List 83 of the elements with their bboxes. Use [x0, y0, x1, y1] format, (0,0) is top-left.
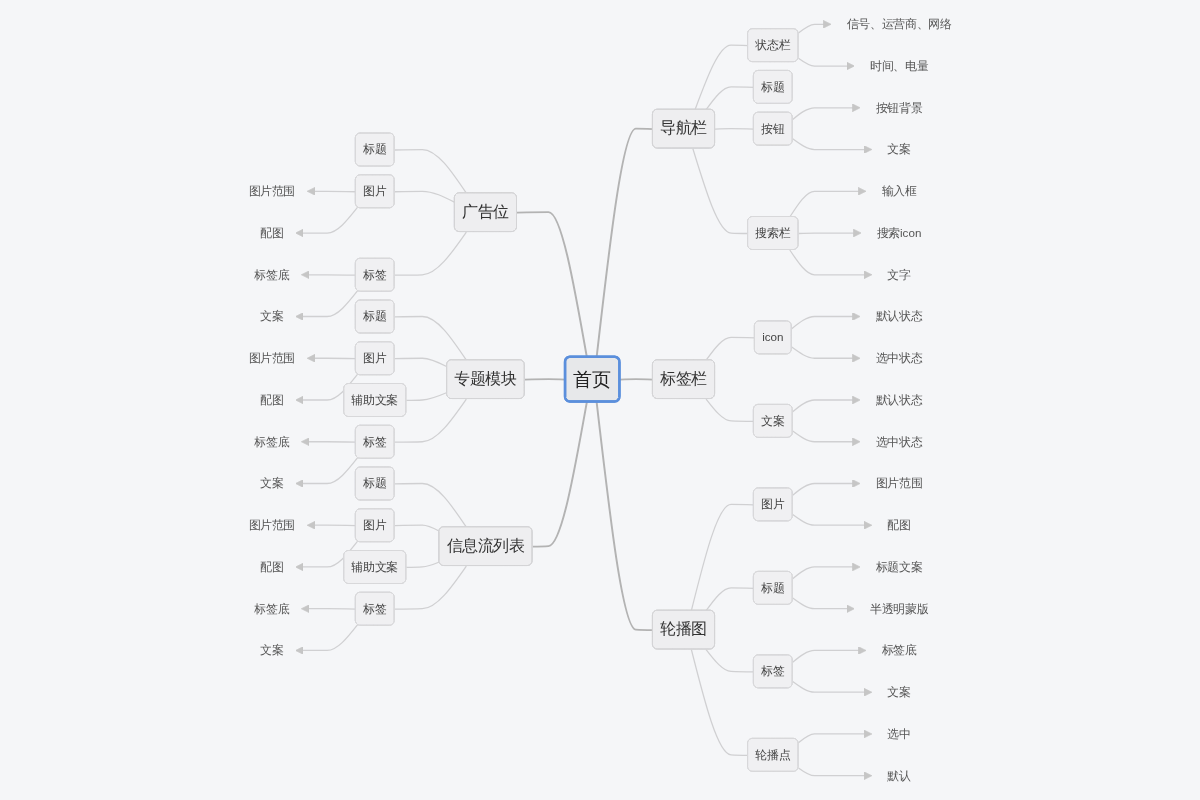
arrow — [295, 624, 359, 655]
node-text: 配图 — [260, 393, 284, 407]
arrow — [300, 270, 357, 280]
node-text: 标签底 — [254, 601, 290, 616]
arrow — [792, 680, 873, 697]
connector — [705, 86, 755, 111]
node-text: 标签底 — [254, 267, 290, 282]
arrow — [306, 187, 357, 196]
node-text: 时间、电量 — [869, 59, 929, 73]
arrow — [300, 604, 357, 613]
node-text: 标签底 — [881, 643, 917, 658]
node-text: 文案 — [887, 685, 911, 700]
node-text: 选中状态 — [875, 434, 923, 449]
connector — [705, 398, 755, 422]
connector — [705, 336, 756, 361]
connector — [394, 524, 440, 532]
node-text: 默认 — [887, 768, 911, 783]
arrow — [295, 290, 359, 321]
arrow — [797, 57, 855, 71]
node-text: 默认状态 — [875, 309, 923, 324]
node-text: 搜索icon — [876, 226, 922, 240]
arrow — [306, 520, 357, 530]
arrow — [797, 228, 862, 238]
node-text: 配图 — [887, 518, 911, 533]
arrow — [792, 597, 855, 613]
node-text: 选中状态 — [875, 351, 923, 366]
arrow — [295, 457, 359, 488]
arrow — [792, 103, 861, 121]
node-text: 默认状态 — [875, 393, 923, 407]
arrow — [295, 206, 359, 238]
arrow — [295, 540, 359, 572]
node-text: 配图 — [260, 226, 284, 240]
arrow — [792, 430, 861, 446]
node-text: 按钮背景 — [875, 100, 923, 115]
connector — [394, 148, 467, 194]
node-text: 信号、运营商、网络 — [846, 17, 952, 32]
connector — [394, 315, 467, 361]
arrow — [797, 767, 873, 780]
node-text: 标签底 — [254, 434, 290, 449]
arrow — [789, 249, 873, 280]
connector — [405, 391, 448, 402]
arrow — [792, 479, 861, 496]
arrow — [300, 437, 357, 446]
connector — [394, 231, 467, 276]
connector — [394, 482, 467, 528]
arrow — [791, 346, 861, 363]
node-text: 半透明蒙版 — [869, 601, 929, 616]
arrow — [792, 513, 873, 530]
connector — [394, 190, 456, 203]
arrow — [792, 562, 861, 580]
arrow — [797, 20, 832, 34]
connector — [394, 565, 467, 610]
arrow — [792, 138, 873, 154]
connector — [690, 648, 749, 756]
connector — [690, 503, 755, 612]
node-text: 标题文案 — [875, 560, 923, 574]
connector — [394, 357, 448, 368]
connector — [705, 648, 755, 673]
connector — [705, 587, 755, 612]
node-text: 文案 — [260, 309, 284, 324]
connector — [714, 128, 755, 130]
node-text: 选中 — [887, 727, 911, 741]
node-text: 配图 — [260, 560, 284, 574]
arrow — [792, 646, 867, 663]
node-text: 图片范围 — [248, 518, 296, 533]
node-text: 图片范围 — [875, 476, 923, 491]
arrow — [295, 373, 359, 405]
node-text: 输入框 — [881, 184, 917, 199]
node-text: 文案 — [260, 643, 284, 658]
connector — [694, 44, 749, 111]
arrow — [306, 354, 357, 363]
node-text: 文案 — [887, 142, 911, 157]
arrow — [797, 729, 873, 744]
node-text: 图片范围 — [248, 351, 296, 366]
arrow — [791, 312, 861, 330]
node-text: 文字 — [887, 267, 911, 282]
arrow — [792, 395, 861, 413]
connector — [394, 398, 467, 443]
connector — [692, 147, 749, 235]
arrow — [789, 187, 867, 218]
node-text: 图片范围 — [248, 184, 296, 199]
connector — [405, 561, 440, 569]
node-text: 文案 — [260, 476, 284, 491]
